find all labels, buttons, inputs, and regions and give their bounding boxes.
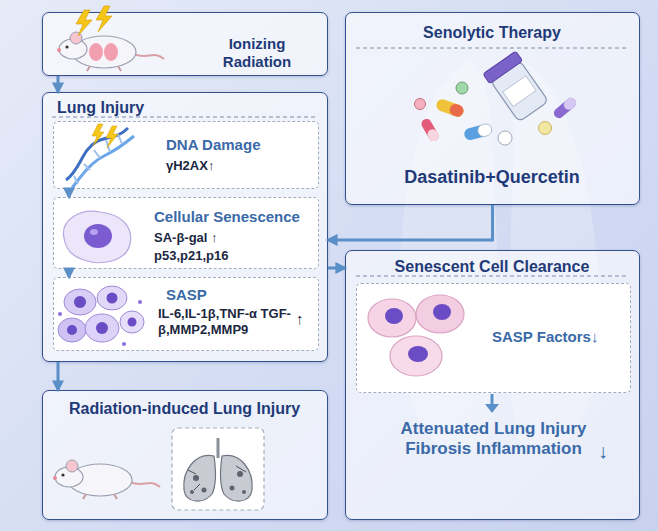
dna-illustration: [66, 124, 134, 188]
flow-arrow: [328, 267, 345, 270]
therapy-box: Senolytic TherapyDasatinib+Quercetin: [345, 12, 640, 205]
outcome-arrow: [491, 394, 494, 404]
process-box: Ionizing Radiation: [42, 12, 328, 76]
node-body: Dasatinib+Quercetin: [346, 167, 638, 189]
healthy-cells-illustration: [368, 295, 464, 376]
node-heading: Lung Injury: [57, 98, 257, 117]
damaged-lungs-illustration: [172, 428, 264, 510]
node-body: p53,p21,p16: [154, 248, 304, 264]
node-body: Attenuated Lung Injury Fibrosis Inflamma…: [366, 419, 621, 460]
process-box: Cellular SenescenceSA-β-gal ↑ p53,p21,p16: [53, 197, 319, 269]
node-heading: SASP: [166, 286, 266, 304]
flow-arrow: [68, 269, 71, 277]
node-heading: Senolytic Therapy: [346, 23, 638, 42]
sasp-cells-illustration: [58, 286, 144, 346]
node-heading: Ionizing Radiation: [193, 35, 321, 71]
flow-arrow: [57, 76, 60, 92]
process-box: SASP IL-6,IL-1β,TNF-α TGF-β,MMP2,MMP9↑: [53, 277, 319, 351]
flow-arrow: [68, 189, 71, 197]
node-heading: SASP Factors↓: [492, 328, 627, 346]
node-heading: Cellular Senescence: [154, 208, 316, 226]
node-body: ↓: [598, 439, 618, 463]
node-body: SA-β-gal ↑: [154, 230, 304, 246]
header-separator: [52, 117, 318, 118]
node-body: ↑: [296, 310, 312, 328]
node-heading: Senescent Cell Clearance: [346, 257, 638, 276]
header-separator: [356, 48, 629, 49]
mouse-illustration: [57, 32, 164, 71]
lightning-bolt: [96, 6, 112, 32]
flow-arrow: [328, 205, 493, 240]
header-separator: [356, 276, 629, 277]
node-body: IL-6,IL-1β,TNF-α TGF-β,MMP2,MMP9: [158, 306, 296, 337]
flow-arrow: [57, 362, 60, 390]
node-body: γH2AX↑: [166, 158, 316, 174]
outcome-box: Senescent Cell ClearanceAttenuated Lung …: [345, 250, 640, 520]
senescent-cell-illustration: [63, 211, 130, 262]
pills-illustration: [415, 51, 579, 145]
outcome-arrowhead: [485, 404, 499, 413]
process-box: SASP Factors↓: [356, 283, 631, 393]
mouse-illustration: [53, 460, 160, 499]
group-box: Lung InjuryDNA Damage γH2AX↑ Cellular Sene…: [42, 92, 328, 362]
lightning-bolt: [76, 10, 92, 36]
process-box: DNA Damage γH2AX↑: [53, 121, 319, 189]
node-heading: Radiation-induced Lung Injury: [43, 399, 326, 418]
node-heading: DNA Damage: [166, 136, 316, 154]
result-box: Radiation-induced Lung Injury: [42, 390, 328, 520]
